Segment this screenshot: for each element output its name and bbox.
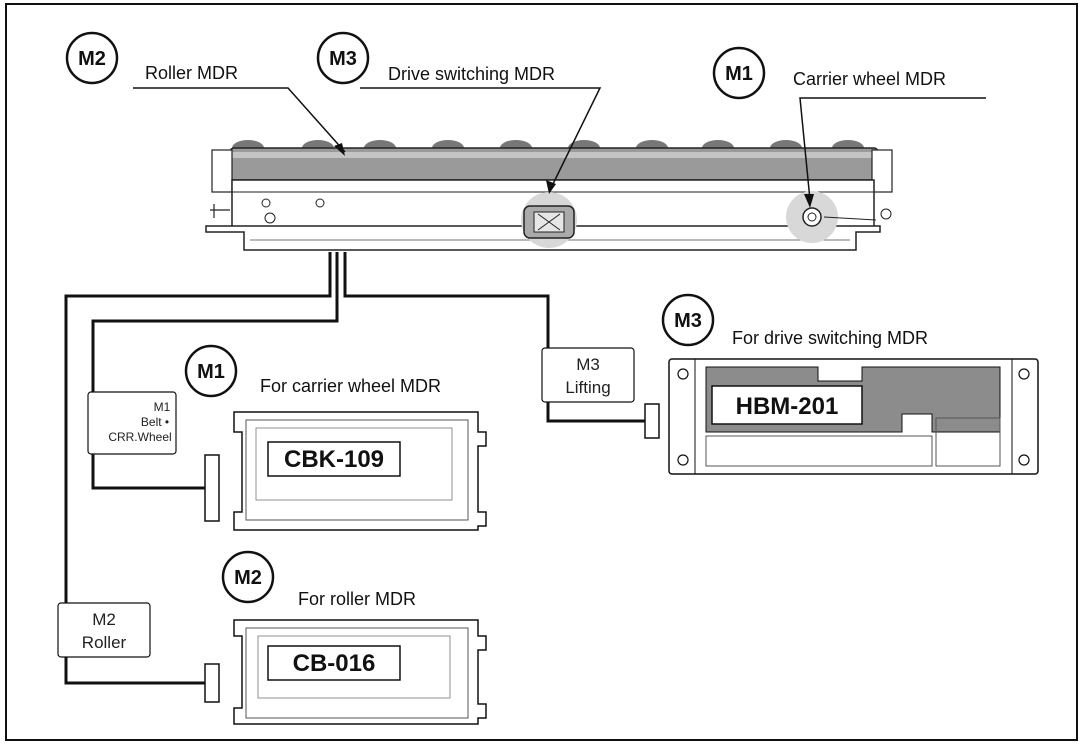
tag-m1-line3: CRR.Wheel (108, 430, 171, 444)
cable-m2 (64, 252, 332, 685)
tag-m1-line1: M1 (154, 400, 171, 414)
connectors (204, 403, 660, 703)
callout-roller: M2 Roller MDR (65, 31, 346, 156)
badge-m2-top: M2 (78, 48, 106, 70)
badge-m1-top: M1 (725, 63, 753, 85)
diagram-frame (5, 3, 1078, 741)
tag-m3-line2: Lifting (565, 378, 610, 397)
tag-m3-line1: M3 (576, 355, 600, 374)
label-for-carrier-wheel: For carrier wheel MDR (260, 376, 441, 396)
cable-m3 (343, 252, 645, 423)
badge-m1-controller: M1 (197, 361, 225, 383)
label-for-drive-switching: For drive switching MDR (732, 328, 928, 348)
carrier-wheel-nut (802, 207, 822, 227)
label-carrier-wheel-mdr: Carrier wheel MDR (793, 69, 946, 89)
model-hbm: HBM-201 (736, 393, 839, 420)
badge-m2-controller: M2 (234, 567, 262, 589)
connector-m3 (644, 403, 660, 439)
label-for-roller: For roller MDR (298, 589, 416, 609)
label-drive-switching-mdr: Drive switching MDR (388, 64, 555, 84)
left-endcap (211, 149, 233, 193)
frame-screws (261, 198, 892, 224)
cable-m1 (91, 252, 339, 490)
roller-highlight (232, 152, 876, 158)
connector-m2 (204, 663, 220, 703)
tag-m2-line1: M2 (92, 610, 116, 629)
controller-hbm: M3 For drive switching MDR HBM-201 (661, 293, 1039, 475)
conveyor-unit (205, 140, 893, 251)
badge-m3-controller: M3 (674, 310, 702, 332)
model-cb: CB-016 (293, 650, 376, 677)
controller-cb: M2 For roller MDR CB-016 (221, 550, 487, 725)
right-endcap (871, 149, 893, 193)
badge-m3-top: M3 (329, 48, 357, 70)
tag-m3: M3 Lifting (541, 347, 635, 403)
cables (64, 252, 645, 685)
tag-m1: M1 Belt • CRR.Wheel (87, 391, 177, 455)
callout-drive-switching: M3 Drive switching MDR (316, 31, 602, 194)
callout-carrier-wheel: M1 Carrier wheel MDR (712, 46, 986, 208)
tag-m2-line2: Roller (82, 633, 127, 652)
label-roller-mdr: Roller MDR (145, 63, 238, 83)
tag-m2: M2 Roller (57, 602, 151, 658)
controller-cbk: M1 For carrier wheel MDR CBK-109 (184, 344, 487, 531)
connector-m1 (204, 454, 220, 522)
model-cbk: CBK-109 (284, 446, 384, 473)
tag-m1-line2: Belt • (141, 415, 169, 429)
